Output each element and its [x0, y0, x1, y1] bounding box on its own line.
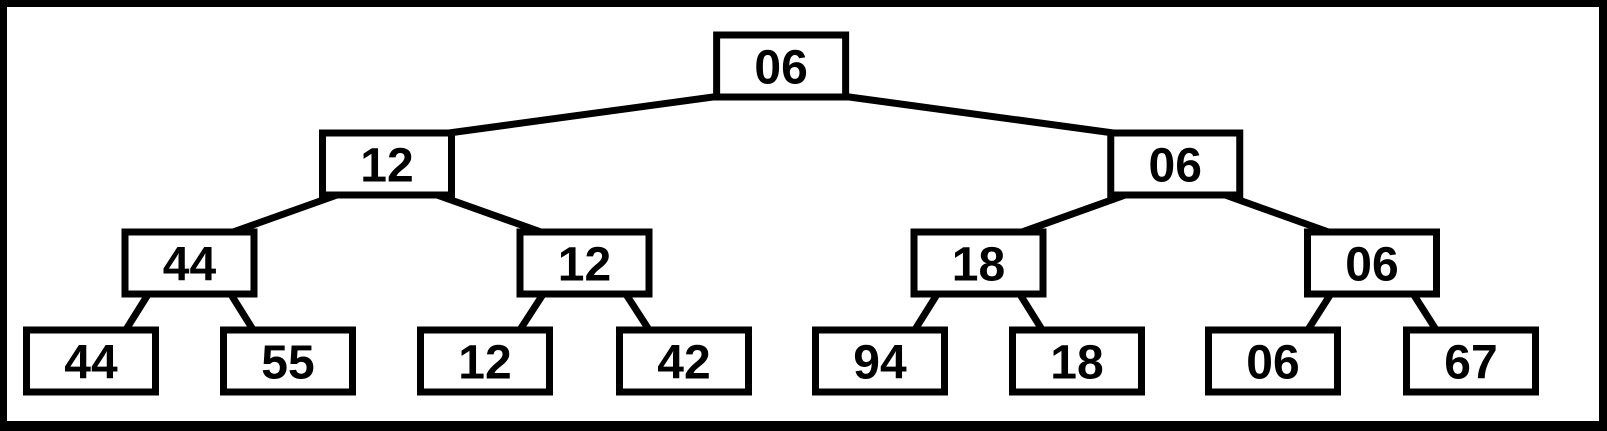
- tree-node-n4: 12: [516, 228, 653, 298]
- node-box: [616, 326, 752, 396]
- edge-n0-n1: [415, 89, 746, 141]
- tree-node-n1: 12: [319, 129, 455, 199]
- tree-node-n12: 18: [1009, 326, 1145, 396]
- node-box: [1205, 326, 1341, 396]
- node-label: 12: [458, 337, 511, 390]
- tree-node-n0: 06: [713, 31, 850, 101]
- node-box: [713, 31, 850, 101]
- node-label: 18: [1050, 337, 1103, 390]
- node-box: [1403, 326, 1539, 396]
- node-label: 55: [261, 337, 314, 390]
- tree-node-n13: 06: [1205, 326, 1341, 396]
- tree-node-n3: 44: [121, 228, 258, 298]
- tree-node-n14: 67: [1403, 326, 1539, 396]
- nodes-layer: 06 12 06 44 12 18 06 44 55 12 42 94 18 06 67: [23, 31, 1539, 396]
- tree-node-n2: 06: [1107, 129, 1244, 199]
- node-box: [1107, 129, 1244, 199]
- node-label: 06: [1149, 140, 1202, 193]
- tree-node-n6: 06: [1304, 228, 1440, 298]
- node-label: 94: [853, 337, 907, 390]
- node-box: [910, 228, 1047, 298]
- tree-node-n10: 42: [616, 326, 752, 396]
- node-label: 06: [754, 42, 807, 95]
- node-box: [121, 228, 258, 298]
- node-box: [23, 326, 159, 396]
- node-label: 12: [558, 239, 611, 292]
- node-box: [220, 326, 356, 396]
- node-label: 44: [163, 239, 217, 292]
- tree-node-n9: 12: [417, 326, 553, 396]
- tree-node-n5: 18: [910, 228, 1047, 298]
- tree-node-n7: 44: [23, 326, 159, 396]
- node-box: [417, 326, 553, 396]
- edge-n0-n2: [816, 89, 1147, 141]
- edges-layer: [119, 89, 1443, 338]
- diagram-frame: 06 12 06 44 12 18 06 44 55 12 42 94 18 06 67: [7, 7, 1599, 421]
- node-box: [1009, 326, 1145, 396]
- node-label: 67: [1444, 337, 1497, 390]
- node-box: [319, 129, 455, 199]
- node-label: 44: [64, 337, 118, 390]
- node-label: 06: [1345, 239, 1398, 292]
- tree-node-n8: 55: [220, 326, 356, 396]
- tree-node-n11: 94: [812, 326, 948, 396]
- node-box: [812, 326, 948, 396]
- node-box: [1304, 228, 1440, 298]
- node-box: [516, 228, 653, 298]
- node-label: 42: [657, 337, 710, 390]
- node-label: 06: [1246, 337, 1299, 390]
- node-label: 18: [952, 239, 1005, 292]
- tree-diagram: 06 12 06 44 12 18 06 44 55 12 42 94 18 06 67: [23, 31, 1539, 396]
- node-label: 12: [360, 140, 413, 193]
